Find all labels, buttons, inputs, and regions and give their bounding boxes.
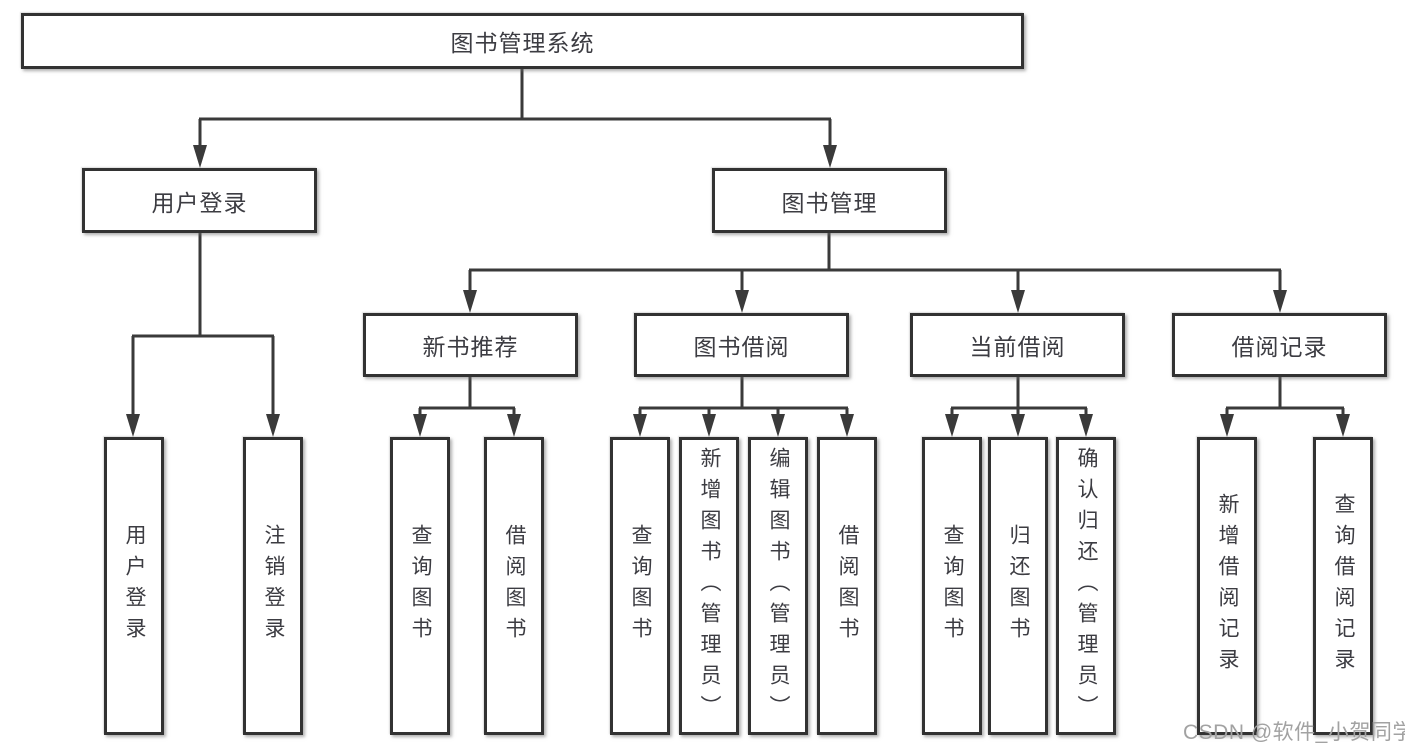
node-edit-book-admin: 编辑图书（管理员） [748, 437, 808, 735]
node-user-login: 用户登录 [82, 168, 317, 233]
node-return-books: 归还图书 [988, 437, 1048, 735]
node-user-login-action: 用户登录 [104, 437, 164, 735]
node-logout-action: 注销登录 [243, 437, 303, 735]
node-add-book-admin: 新增图书（管理员） [679, 437, 739, 735]
node-book-borrowing: 图书借阅 [634, 313, 849, 377]
node-new-book-recommendation: 新书推荐 [363, 313, 578, 377]
node-query-books-recommend: 查询图书 [390, 437, 450, 735]
watermark-text: CSDN @软件_小贺同学 [1183, 721, 1405, 744]
node-borrow-books-borrowing: 借阅图书 [817, 437, 877, 735]
node-query-books-current: 查询图书 [922, 437, 982, 735]
node-borrowing-records: 借阅记录 [1172, 313, 1387, 377]
node-current-borrowing: 当前借阅 [910, 313, 1125, 377]
node-borrow-books-recommend: 借阅图书 [484, 437, 544, 735]
node-book-management: 图书管理 [712, 168, 947, 233]
node-library-management-system: 图书管理系统 [21, 13, 1024, 69]
node-confirm-return-admin: 确认归还（管理员） [1056, 437, 1116, 735]
node-query-books-borrowing: 查询图书 [610, 437, 670, 735]
node-add-borrow-record: 新增借阅记录 [1197, 437, 1257, 735]
node-query-borrow-record: 查询借阅记录 [1313, 437, 1373, 735]
